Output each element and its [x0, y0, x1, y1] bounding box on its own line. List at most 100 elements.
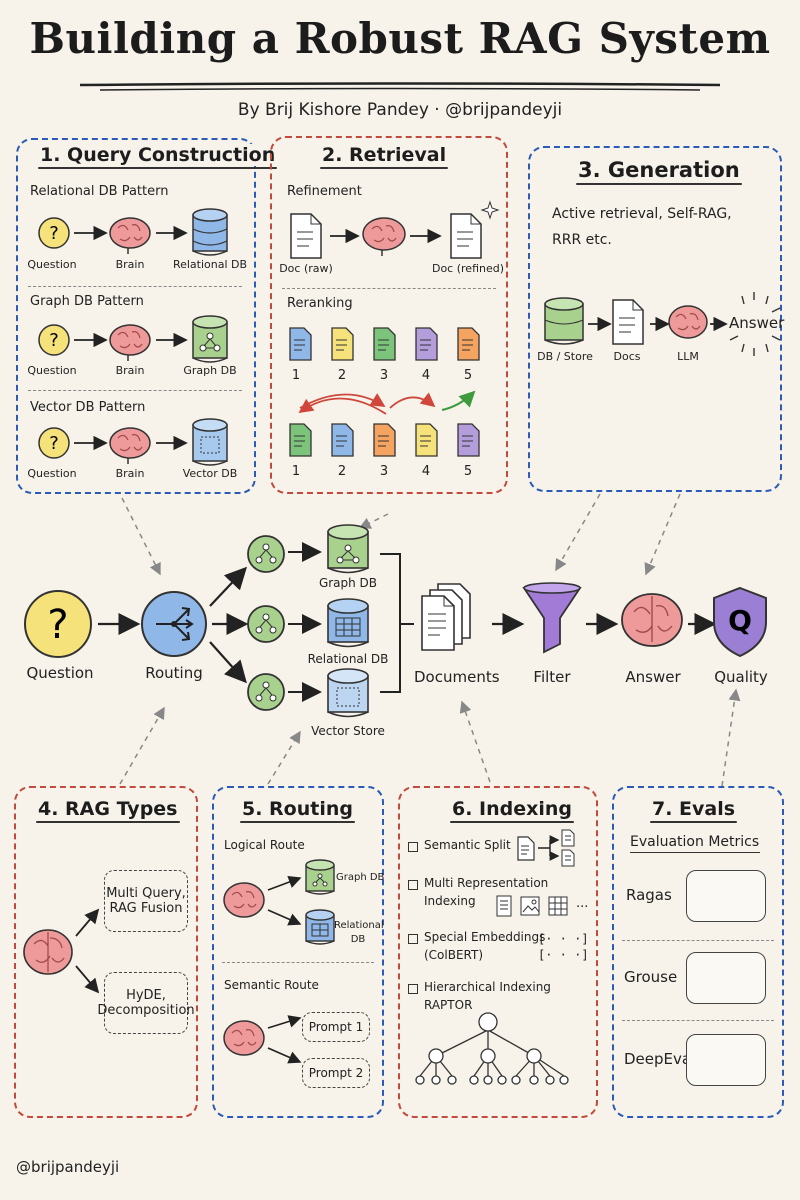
quality-label: Quality: [714, 668, 768, 686]
question-icon: ?: [38, 324, 70, 356]
indexing-panel: [398, 786, 598, 1118]
filter-label: Filter: [533, 668, 571, 686]
relational-pattern-title: Relational DB Pattern: [30, 184, 169, 199]
question-icon: ?: [38, 427, 70, 459]
reranked-doc-3: [373, 423, 396, 457]
table-icon: [548, 896, 568, 916]
embedding-vector: [· · ·]: [538, 932, 589, 946]
divider: [622, 940, 774, 941]
database-icon: [192, 208, 228, 256]
svg-text:?: ?: [49, 330, 59, 351]
ragas-label: Ragas: [626, 886, 672, 904]
main-flow-diagram: ? Q: [24, 493, 767, 787]
refinement-label: Refinement: [287, 184, 362, 199]
docs-icon: [612, 299, 644, 345]
decomposition-text: Decomposition: [97, 1003, 195, 1018]
rank-number: 5: [463, 464, 473, 479]
evals-title: 7. Evals: [646, 798, 742, 823]
graph-db-label: Graph DB: [318, 576, 378, 590]
logical-route-label: Logical Route: [224, 838, 305, 852]
indexing-title: 6. Indexing: [446, 798, 579, 823]
generation-panel: [528, 146, 782, 492]
split-document-icon: [517, 836, 535, 861]
prompt-1-box: Prompt 1: [302, 1012, 370, 1042]
brain-label: Brain: [115, 258, 145, 271]
checkbox: [408, 842, 418, 852]
query-construction-panel: [16, 138, 256, 494]
grouse-score-box: [686, 952, 766, 1004]
embedding-vector: [· · ·]: [538, 948, 589, 962]
route-node-icon: [247, 673, 285, 711]
chunk-icon: [561, 849, 575, 867]
multi-representation-label: Indexing: [424, 894, 476, 908]
brain-label: Brain: [115, 364, 145, 377]
chunk-icon: [561, 829, 575, 847]
generation-answer-label: Answer: [729, 314, 785, 332]
graph-db-icon: [327, 524, 369, 574]
multi-query-box: Multi Query, RAG Fusion: [104, 870, 188, 932]
rag-types-icons: [23, 908, 100, 994]
question-label: Question: [27, 258, 77, 271]
reranked-doc-4: [415, 423, 438, 457]
raptor-tree-icon: [415, 1012, 569, 1085]
question-mark: ?: [47, 602, 68, 648]
rank-number: 4: [421, 368, 431, 383]
checkbox: [408, 934, 418, 944]
rank-number: 4: [421, 464, 431, 479]
relational-db-icon: [305, 909, 335, 945]
reranked-doc-2: [331, 423, 354, 457]
underline: [630, 852, 760, 853]
rank-number: 2: [337, 464, 347, 479]
db-store-label: DB / Store: [537, 350, 593, 363]
relational-db-label: Relational DB: [172, 258, 248, 271]
query-construction-title: 1. Query Construction: [34, 144, 282, 169]
grouse-label: Grouse: [624, 968, 678, 986]
rank-number: 1: [291, 464, 301, 479]
prompt-2-box: Prompt 2: [302, 1058, 370, 1088]
question-label: Question: [26, 664, 94, 682]
rank-number: 3: [379, 464, 389, 479]
byline: By Brij Kishore Pandey · @brijpandeyji: [237, 100, 563, 120]
answer-label: Answer: [625, 668, 681, 686]
prompt-2-text: Prompt 2: [308, 1066, 364, 1080]
generation-description: RRR etc.: [552, 232, 612, 248]
prompt-1-text: Prompt 1: [308, 1020, 364, 1034]
vector-store-icon: [327, 668, 369, 718]
page-title: Building a Robust RAG System: [29, 14, 771, 63]
brain-icon: [223, 1020, 265, 1056]
brain-icon: [109, 217, 151, 254]
divider: [28, 390, 242, 391]
generation-title: 3. Generation: [572, 158, 746, 185]
reranked-doc-5: [457, 423, 480, 457]
graph-db-icon: [305, 859, 335, 895]
divider: [282, 288, 496, 289]
divider: [28, 286, 242, 287]
reranked-doc-1: [289, 423, 312, 457]
divider: [622, 1020, 774, 1021]
route-node-icon: [247, 605, 285, 643]
text-doc-icon: [496, 895, 512, 917]
title-underline: [79, 82, 721, 91]
quality-mark: Q: [728, 604, 752, 637]
multi-representation-label: Multi Representation: [424, 876, 549, 890]
semantic-split-label: Semantic Split: [424, 838, 511, 852]
vector-db-label: Vector DB: [182, 467, 238, 480]
rank-doc-3: [373, 327, 396, 361]
colbert-label: (ColBERT): [424, 948, 484, 962]
evals-panel: [612, 786, 784, 1118]
logical-route-text: Logical Route: [224, 838, 305, 852]
graph-db-label: Graph DB: [183, 364, 237, 377]
brain-icon: [362, 217, 406, 256]
svg-text:?: ?: [49, 223, 59, 244]
retrieval-title: 2. Retrieval: [316, 144, 453, 169]
evaluation-metrics-text: Evaluation Metrics: [630, 834, 760, 850]
route-node-icon: [247, 535, 285, 573]
rank-doc-5: [457, 327, 480, 361]
vector-pattern-title: Vector DB Pattern: [30, 400, 146, 415]
question-icon: ?: [38, 217, 70, 249]
deepeval-label: DeepEval: [624, 1050, 696, 1068]
rank-doc-1: [289, 327, 312, 361]
sparkle-icon: [729, 292, 781, 356]
reranking-label: Reranking: [287, 296, 353, 311]
query-construction-icons: ? ? ?: [38, 208, 228, 466]
